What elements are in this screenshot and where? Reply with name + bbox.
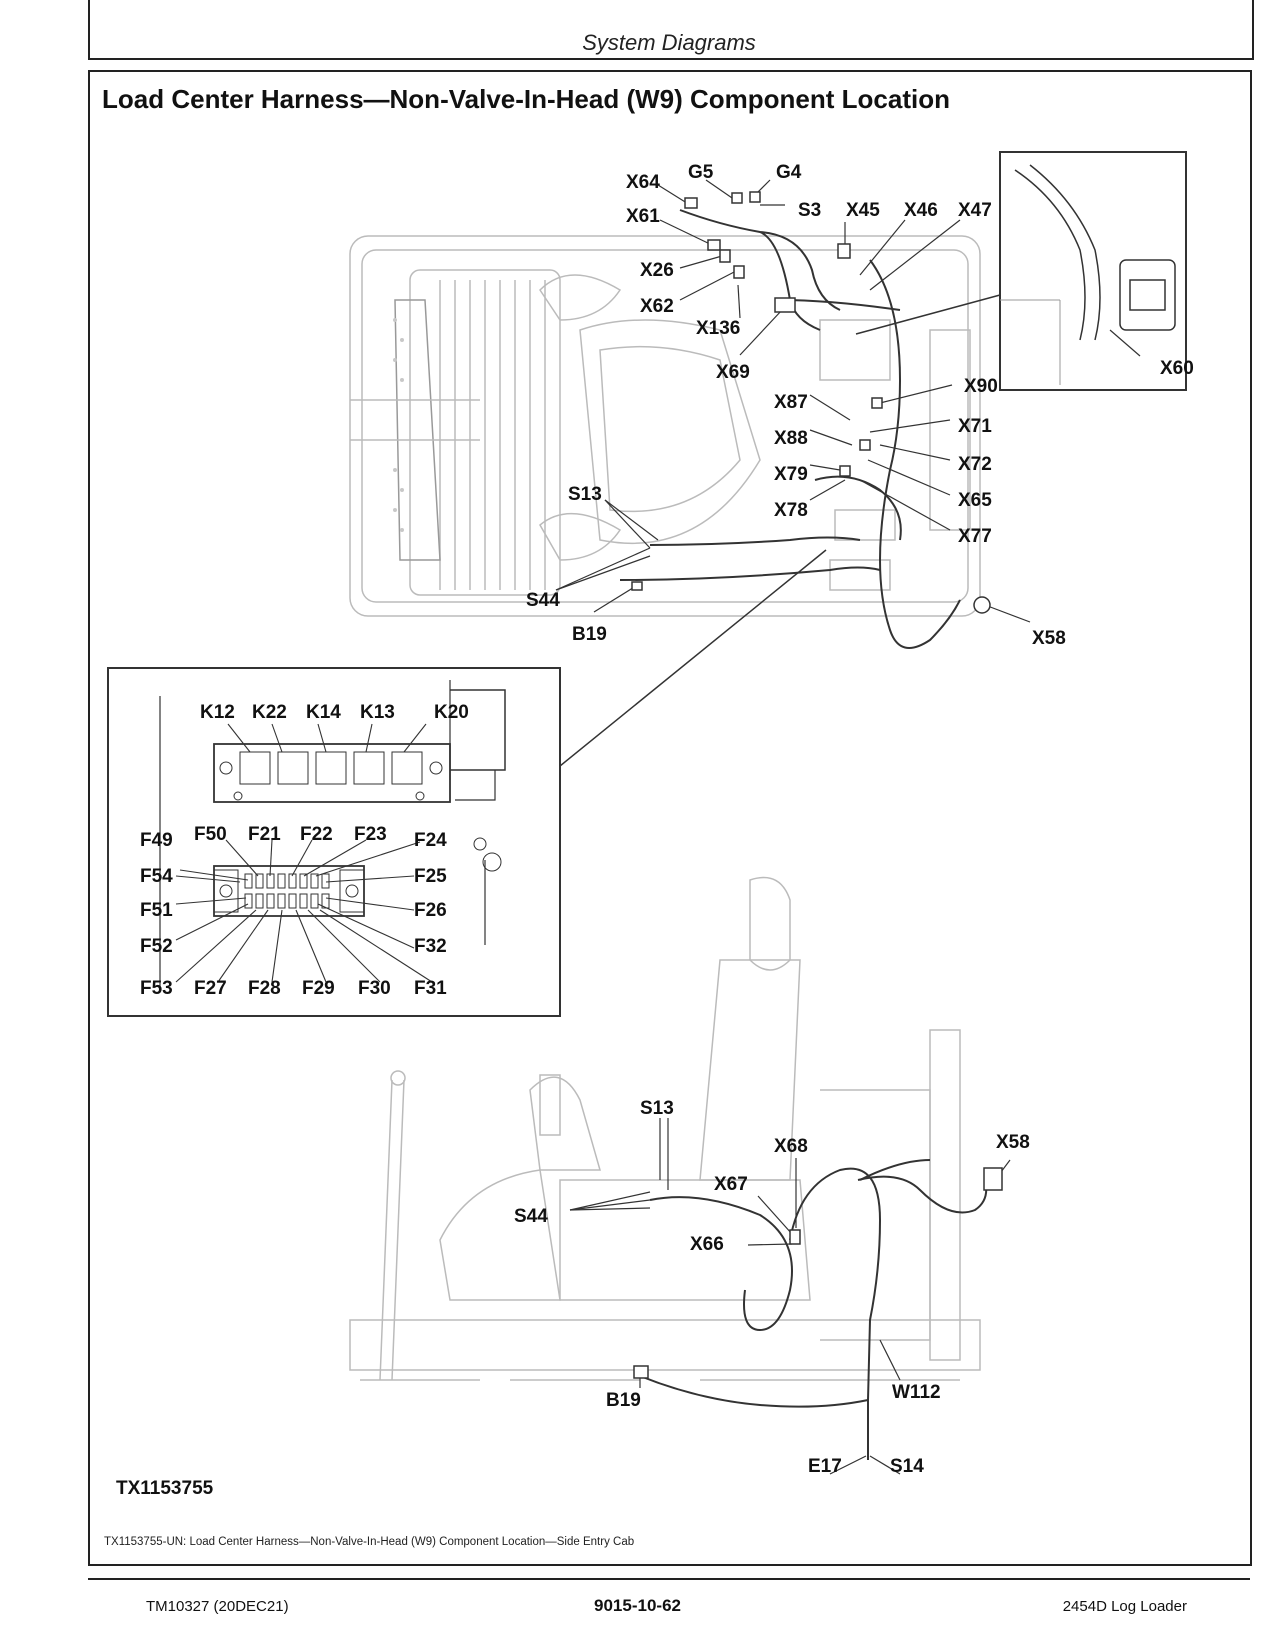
label-k20: K20 bbox=[434, 702, 469, 723]
label-k14: K14 bbox=[306, 702, 341, 723]
label-x62: X62 bbox=[640, 296, 674, 317]
label-f24: F24 bbox=[414, 830, 447, 851]
figure-caption: TX1153755-UN: Load Center Harness—Non-Va… bbox=[104, 1536, 635, 1548]
label-f52: F52 bbox=[140, 936, 173, 957]
label-x45: X45 bbox=[846, 200, 880, 221]
label-x61: X61 bbox=[626, 206, 660, 227]
label-x88: X88 bbox=[774, 428, 808, 449]
figure-frame bbox=[88, 70, 1252, 1566]
label-x66: X66 bbox=[690, 1234, 724, 1255]
label-x60: X60 bbox=[1160, 358, 1194, 379]
label-f22: F22 bbox=[300, 824, 333, 845]
label-f21: F21 bbox=[248, 824, 281, 845]
footer-machine: 2454D Log Loader bbox=[1062, 1598, 1187, 1615]
label-s44-bottom: S44 bbox=[514, 1206, 548, 1227]
label-x90: X90 bbox=[964, 376, 998, 397]
cab-side-view bbox=[349, 876, 981, 1381]
label-x69: X69 bbox=[716, 362, 750, 383]
label-x136: X136 bbox=[696, 318, 740, 339]
label-f51: F51 bbox=[140, 900, 173, 921]
label-k12: K12 bbox=[200, 702, 235, 723]
label-g4: G4 bbox=[776, 162, 802, 183]
label-b19-top: B19 bbox=[572, 624, 607, 645]
x60-inset bbox=[999, 151, 1187, 391]
label-x58-bottom: X58 bbox=[996, 1132, 1030, 1153]
label-x64: X64 bbox=[626, 172, 660, 193]
label-f31: F31 bbox=[414, 978, 447, 999]
label-g5: G5 bbox=[688, 162, 714, 183]
label-f23: F23 bbox=[354, 824, 387, 845]
harness-bottom bbox=[639, 1159, 988, 1460]
label-x47: X47 bbox=[958, 200, 992, 221]
cab-plan-view bbox=[349, 235, 981, 617]
label-x72: X72 bbox=[958, 454, 992, 475]
labels-bottom: S13 X68 X58 X67 S44 X66 W112 B19 E17 S14 bbox=[514, 1098, 1030, 1477]
plan-texture bbox=[393, 318, 404, 532]
label-s44-top: S44 bbox=[526, 590, 560, 611]
label-b19-bottom: B19 bbox=[606, 1390, 641, 1411]
label-f28: F28 bbox=[248, 978, 281, 999]
label-x68: X68 bbox=[774, 1136, 808, 1157]
connectors-bottom bbox=[633, 1167, 1003, 1379]
x60-inset-leader bbox=[855, 294, 1001, 335]
label-x67: X67 bbox=[714, 1174, 748, 1195]
label-k22: K22 bbox=[252, 702, 287, 723]
label-x46: X46 bbox=[904, 200, 938, 221]
label-s13-bottom: S13 bbox=[640, 1098, 674, 1119]
page-title: Load Center Harness—Non-Valve-In-Head (W… bbox=[102, 84, 950, 114]
footer-rule bbox=[88, 1578, 1250, 1580]
label-f26: F26 bbox=[414, 900, 447, 921]
label-k13: K13 bbox=[360, 702, 395, 723]
leaders-fuse bbox=[175, 723, 433, 983]
label-s13-top: S13 bbox=[568, 484, 602, 505]
label-x77: X77 bbox=[958, 526, 992, 547]
label-x78: X78 bbox=[774, 500, 808, 521]
label-x71: X71 bbox=[958, 416, 992, 437]
label-e17: E17 bbox=[808, 1456, 842, 1477]
label-f54: F54 bbox=[140, 866, 173, 887]
label-x87: X87 bbox=[774, 392, 808, 413]
label-s14: S14 bbox=[890, 1456, 924, 1477]
footer-page-number: 9015-10-62 bbox=[594, 1596, 681, 1615]
connectors-top bbox=[631, 191, 991, 614]
figure-id: TX1153755 bbox=[116, 1478, 214, 1499]
label-x26: X26 bbox=[640, 260, 674, 281]
footer-manual: TM10327 (20DEC21) bbox=[146, 1598, 289, 1615]
labels-top: X64 G5 G4 S3 X61 X45 X46 X47 X26 X62 X13… bbox=[526, 162, 1194, 649]
label-x58-top: X58 bbox=[1032, 628, 1066, 649]
label-f25: F25 bbox=[414, 866, 447, 887]
label-f50: F50 bbox=[194, 824, 227, 845]
labels-relays-fuses: K12 K22 K14 K13 K20 F49 F50 F21 F22 F23 … bbox=[140, 702, 469, 999]
relay-fuse-inset bbox=[107, 549, 827, 1017]
section-title: System Diagrams bbox=[582, 30, 756, 55]
label-f49: F49 bbox=[140, 830, 173, 851]
header-frame bbox=[88, 0, 1254, 60]
label-x65: X65 bbox=[958, 490, 992, 511]
label-f30: F30 bbox=[358, 978, 391, 999]
label-w112: W112 bbox=[892, 1382, 941, 1403]
label-f29: F29 bbox=[302, 978, 335, 999]
label-f27: F27 bbox=[194, 978, 227, 999]
label-s3: S3 bbox=[798, 200, 821, 221]
label-f32: F32 bbox=[414, 936, 447, 957]
fuse-slots bbox=[244, 873, 330, 909]
label-x79: X79 bbox=[774, 464, 808, 485]
label-f53: F53 bbox=[140, 978, 173, 999]
